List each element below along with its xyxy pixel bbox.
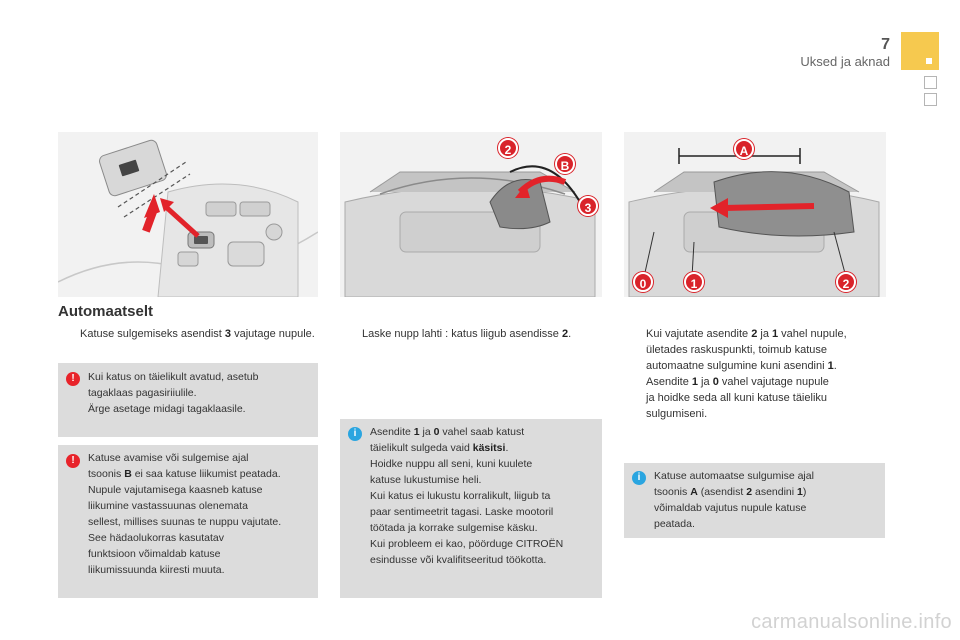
info-icon: i [632, 471, 646, 485]
info-box-2: i Katuse automaatse sulgumise ajal tsoon… [624, 463, 885, 538]
position-label-3: 3 [578, 196, 598, 216]
chapter-tab [901, 32, 939, 70]
col3-step-1: Kui vajutate asendite 2 ja 1 vahel nupul… [646, 328, 847, 372]
watermark: carmanualsonline.info [751, 611, 952, 633]
zone-label-b: B [555, 154, 575, 174]
roof-switch-drawing [58, 139, 318, 297]
chapter-marker-2 [924, 93, 937, 106]
roof-zone-illustration [624, 132, 886, 297]
tab-dot [926, 58, 932, 64]
car-rear-drawing-a [628, 148, 880, 297]
roof-switch-illustration [58, 132, 318, 297]
section-heading: Automaatselt [58, 303, 154, 320]
col2-step: Laske nupp lahti : katus liigub asendiss… [362, 328, 572, 340]
position-label-2b: 2 [836, 272, 856, 292]
position-label-1: 1 [684, 272, 704, 292]
page-header: 7 Uksed ja aknad [800, 36, 890, 70]
chapter-marker-1 [924, 76, 937, 89]
position-label-2: 2 [498, 138, 518, 158]
warning-icon: ! [66, 372, 80, 386]
position-label-0: 0 [633, 272, 653, 292]
info-box-1: i Asendite 1 ja 0 vahel saab katust täie… [340, 419, 602, 598]
zone-label-a: A [734, 139, 754, 159]
section-title: Uksed ja aknad [800, 54, 890, 69]
car-rear-drawing-b [344, 165, 596, 297]
info-icon: i [348, 427, 362, 441]
page-number: 7 [881, 36, 890, 53]
col1-step: Katuse sulgemiseks asendist 3 vajutage n… [80, 328, 315, 340]
warning-box-1: ! Kui katus on täielikult avatud, asetub… [58, 363, 318, 437]
warning-icon: ! [66, 454, 80, 468]
col3-step-2: Asendite 1 ja 0 vahel vajutage nupule ja… [646, 376, 829, 420]
warning-box-2: ! Katuse avamise või sulgemise ajal tsoo… [58, 445, 318, 598]
